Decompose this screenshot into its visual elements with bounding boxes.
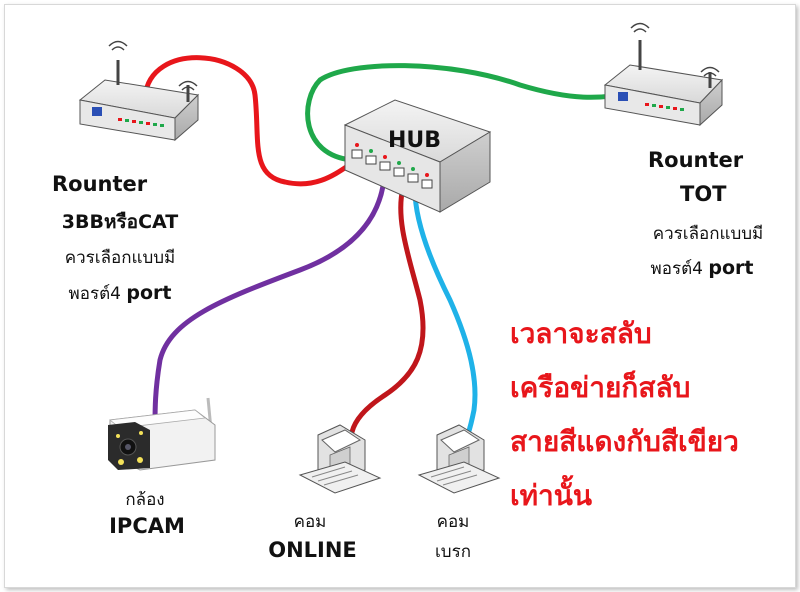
- message-line-3: สายสีแดงกับสีเขียว: [510, 425, 739, 458]
- router-right-note-line2: พอรต์4 port: [650, 257, 754, 279]
- message-line-1: เวลาจะสลับ: [510, 317, 652, 350]
- pc-online-icon: [298, 424, 382, 494]
- pc-break-label-th: คอม: [436, 512, 470, 532]
- pc-online-label-th: คอม: [293, 512, 327, 532]
- router-left-note-line2: พอรต์4 port: [68, 282, 172, 304]
- camera-label-th: กล้อง: [125, 490, 165, 510]
- green-cable: [305, 63, 638, 163]
- dark-red-cable: [349, 185, 426, 435]
- router-left-isp: 3BBหรือCAT: [61, 211, 179, 233]
- router-right-name: Rounter: [648, 148, 744, 172]
- purple-cable: [152, 183, 386, 428]
- blue-cable: [412, 187, 478, 437]
- pc-break-label-en: เบรก: [434, 542, 472, 562]
- hub-label: HUB: [388, 128, 442, 153]
- message-line-2: เครือข่ายก็สลับ: [510, 371, 691, 404]
- router-right-icon: [603, 22, 724, 127]
- pc-break-icon: [417, 424, 501, 494]
- router-right-note-line1: ควรเลือกแบบมี: [652, 224, 764, 244]
- hub-device-icon: [343, 99, 492, 213]
- ip-camera-icon: [108, 397, 216, 471]
- camera-label-en: IPCAM: [109, 514, 185, 538]
- red-cable: [142, 55, 360, 187]
- router-left-name: Rounter: [52, 172, 148, 196]
- router-left-icon: [78, 40, 200, 142]
- router-left-note-line1: ควรเลือกแบบมี: [64, 248, 176, 268]
- message-line-4: เท่านั้น: [510, 479, 593, 512]
- pc-online-label-en: ONLINE: [268, 538, 357, 562]
- router-right-isp: TOT: [680, 182, 727, 206]
